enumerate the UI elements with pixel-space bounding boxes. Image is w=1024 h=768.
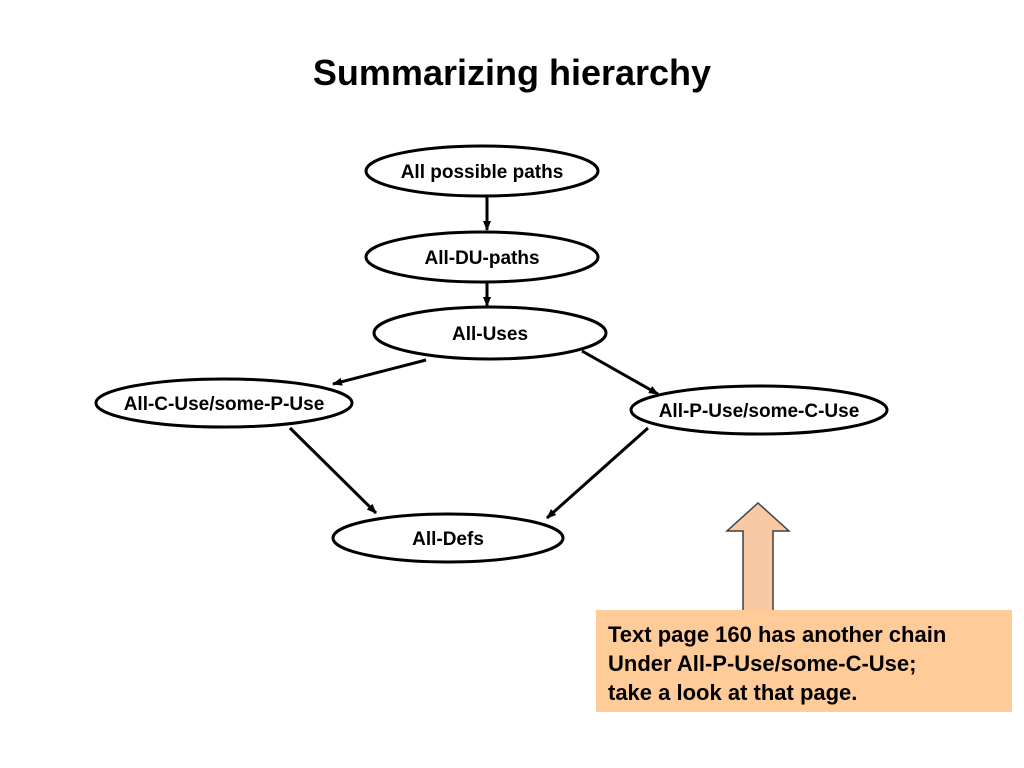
note-line: Text page 160 has another chain bbox=[608, 622, 947, 647]
node-label: All-DU-paths bbox=[424, 248, 539, 269]
node-all-possible-paths: All possible paths bbox=[364, 144, 600, 198]
node-all-defs: All-Defs bbox=[331, 512, 565, 564]
node-all-p-use-some-c-use: All-P-Use/some-C-Use bbox=[629, 384, 889, 436]
edge-uses-to-c-use bbox=[332, 358, 427, 386]
up-arrow-icon bbox=[725, 501, 791, 613]
node-label: All-Defs bbox=[412, 529, 484, 550]
node-label: All-C-Use/some-P-Use bbox=[124, 394, 325, 415]
node-label: All-P-Use/some-C-Use bbox=[659, 401, 860, 422]
edge-uses-to-p-use bbox=[581, 349, 659, 396]
edge-c-use-to-defs bbox=[288, 426, 378, 515]
node-label: All-Uses bbox=[452, 324, 528, 345]
note-line: Under All-P-Use/some-C-Use; bbox=[608, 651, 917, 676]
node-all-uses: All-Uses bbox=[372, 305, 608, 361]
node-all-c-use-some-p-use: All-C-Use/some-P-Use bbox=[94, 377, 354, 429]
node-all-du-paths: All-DU-paths bbox=[364, 230, 600, 284]
note-line: take a look at that page. bbox=[608, 680, 858, 705]
node-label: All possible paths bbox=[401, 162, 564, 183]
edge-p-use-to-defs bbox=[546, 426, 649, 520]
slide-title: Summarizing hierarchy bbox=[312, 52, 712, 93]
note-box: Text page 160 has another chain Under Al… bbox=[596, 610, 1012, 712]
